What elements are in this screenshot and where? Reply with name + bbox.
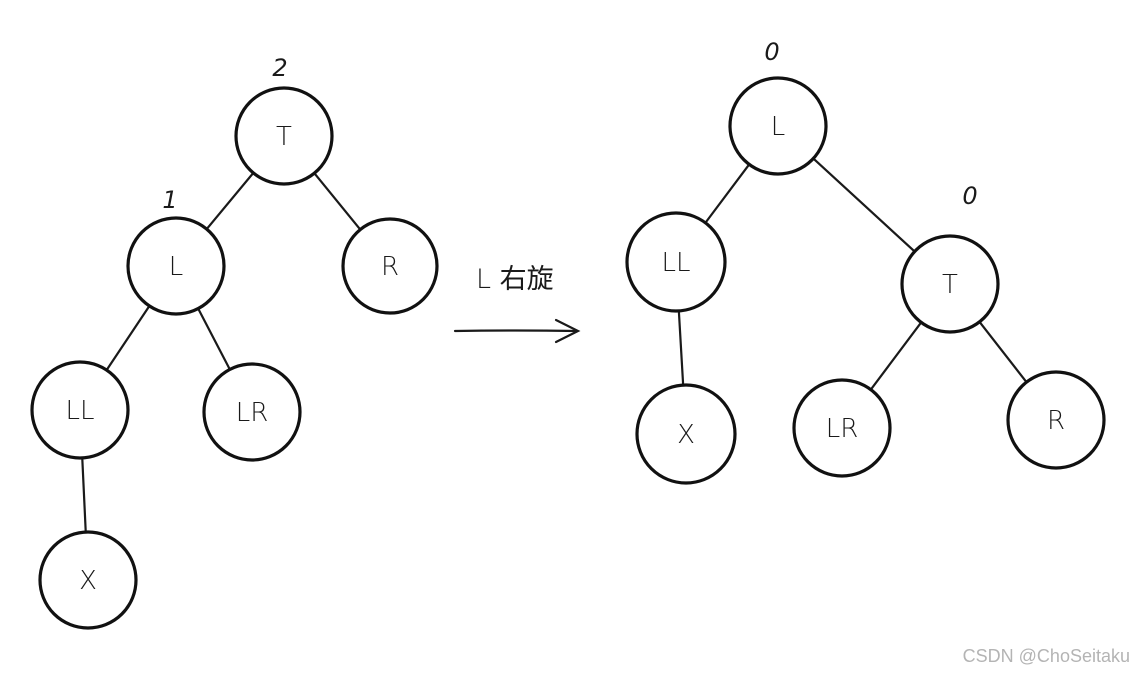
after-node-l-balance-factor: 0: [764, 38, 779, 66]
after-edge-l-t: [809, 154, 919, 256]
after-node-l-circle: [728, 76, 828, 176]
rotation-arrow-shaft: [453, 329, 579, 333]
before-edge-t-r: [310, 169, 364, 234]
before-node-lr: LR: [202, 362, 302, 462]
after-edge-t-lr: [867, 318, 925, 394]
after-node-lr: LR: [792, 378, 892, 478]
before-node-r-label: R: [381, 252, 399, 282]
after-node-lr-circle: [792, 378, 892, 478]
before-node-r: R: [341, 217, 439, 315]
rotation-arrow-head: [554, 318, 581, 344]
after-node-x-circle: [635, 383, 737, 485]
before-node-ll-circle: [30, 360, 130, 460]
after-node-x-label: X: [677, 420, 695, 450]
before-node-ll-label: LL: [66, 396, 95, 426]
before-node-t-label: T: [276, 122, 292, 152]
after-node-r-label: R: [1047, 406, 1065, 436]
before-node-l: L1: [126, 186, 226, 316]
after-node-t-label: T: [942, 270, 958, 300]
after-node-ll-label: LL: [662, 248, 691, 278]
before-node-l-label: L: [169, 252, 184, 282]
after-node-ll-circle: [625, 211, 727, 313]
before-edge-l-ll: [103, 301, 153, 375]
before-node-ll: LL: [30, 360, 130, 460]
after-node-ll: LL: [625, 211, 727, 313]
before-node-t: T2: [234, 54, 334, 186]
before-node-t-balance-factor: 2: [272, 54, 287, 82]
before-node-l-balance-factor: 1: [162, 186, 177, 214]
before-node-x-label: X: [79, 566, 97, 596]
rotation-operation: L 右旋: [453, 264, 581, 344]
operation-label: L 右旋: [476, 264, 554, 295]
after-node-l-label: L: [771, 112, 786, 142]
before-edge-t-l: [203, 168, 257, 234]
before-node-x-circle: [38, 530, 138, 630]
after-edge-ll-x: [677, 305, 685, 391]
before-node-t-circle: [234, 86, 334, 186]
before-node-l-circle: [126, 216, 226, 316]
after-node-t-balance-factor: 0: [962, 182, 977, 210]
after-node-l: L0: [728, 38, 828, 176]
after-node-x: X: [635, 383, 737, 485]
before-node-r-circle: [341, 217, 439, 315]
before-node-lr-circle: [202, 362, 302, 462]
after-node-r-circle: [1006, 370, 1106, 470]
before-node-x: X: [38, 530, 138, 630]
after-edge-l-ll: [701, 160, 753, 228]
before-edge-l-lr: [195, 303, 233, 375]
after-node-lr-label: LR: [826, 414, 859, 444]
after-node-t: T0: [900, 182, 1000, 334]
before-edge-ll-x: [80, 452, 88, 538]
before-node-lr-label: LR: [236, 398, 269, 428]
watermark: CSDN @ChoSeitaku: [963, 646, 1130, 666]
after-edge-t-r: [975, 317, 1031, 387]
after-node-t-circle: [900, 234, 1000, 334]
after-node-r: R: [1006, 370, 1106, 470]
